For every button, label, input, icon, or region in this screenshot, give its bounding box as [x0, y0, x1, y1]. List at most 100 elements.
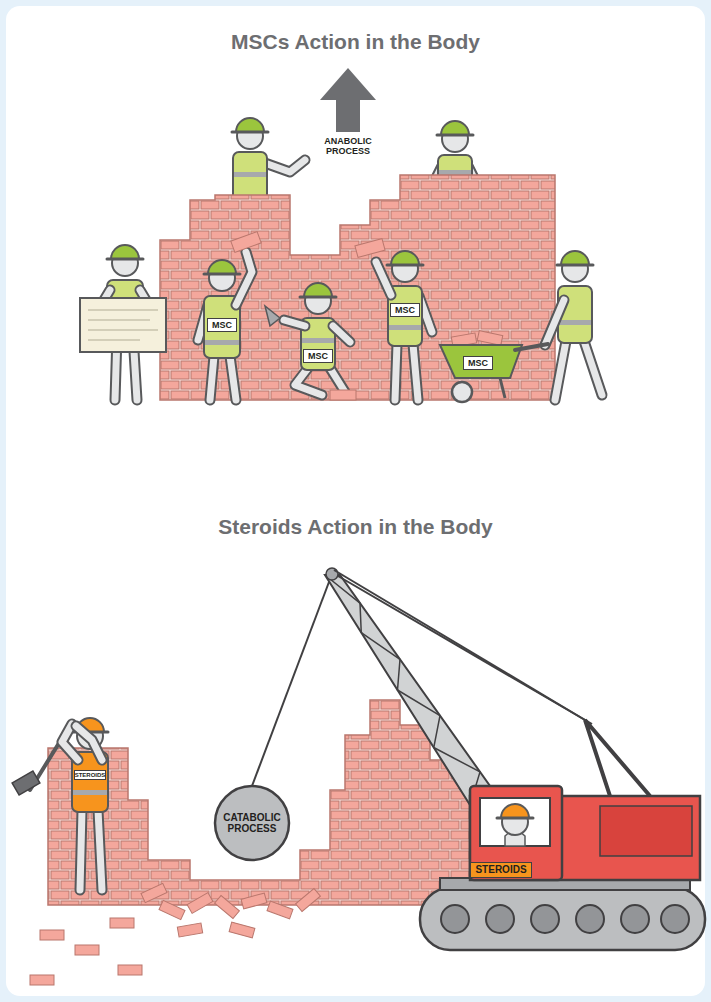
brick	[330, 390, 356, 400]
vest-stripe	[559, 320, 591, 325]
track-wheel	[576, 905, 604, 933]
worker-leg	[555, 341, 566, 400]
worker-leg	[210, 356, 214, 400]
worker-arm	[333, 326, 350, 342]
node-text: MSC	[395, 306, 415, 315]
wrecking-ball: CATABOLIC PROCESS	[214, 785, 290, 861]
rubble-brick	[30, 975, 54, 985]
worker-arm	[376, 262, 391, 295]
process-label: ANABOLIC PROCESS	[308, 136, 388, 157]
worker-leg	[98, 810, 102, 890]
node-text: CATABOLIC PROCESS	[221, 812, 283, 834]
worker-arm	[262, 160, 305, 172]
worker-arm	[284, 320, 305, 326]
worker-arm	[545, 300, 564, 345]
crane-track	[420, 888, 705, 950]
trowel	[265, 306, 280, 326]
wheelbarrow-badge: MSC	[463, 356, 493, 370]
node-text: MSC	[308, 352, 328, 361]
worker-leg	[555, 341, 566, 400]
vest-badge: MSC	[390, 303, 420, 317]
worker-leg	[395, 344, 397, 400]
worker-arm	[76, 726, 102, 760]
worker-arm	[236, 252, 252, 305]
track-wheel	[661, 905, 689, 933]
worker-arm	[262, 160, 305, 172]
worker-leg	[413, 344, 418, 400]
worker-leg	[584, 341, 602, 395]
worker-leg	[413, 344, 418, 400]
crane-cabin	[470, 786, 562, 880]
track-wheel	[441, 905, 469, 933]
blueprint	[80, 298, 166, 352]
brick-wall	[160, 175, 555, 400]
rubble-brick	[40, 930, 64, 940]
node-text: MSC	[468, 359, 488, 368]
rubble-brick	[118, 965, 142, 975]
operator-head	[497, 804, 533, 835]
worker-head	[300, 283, 336, 314]
crane-a-frame	[585, 720, 650, 796]
wheelbarrow-wheel	[452, 382, 472, 402]
boom-pulley	[326, 568, 338, 580]
worker-leg	[80, 810, 82, 890]
vest-stripe	[234, 172, 266, 177]
worker-head	[387, 251, 423, 282]
worker-head	[204, 260, 240, 291]
crane-stay	[338, 576, 592, 724]
worker-arm	[545, 300, 564, 345]
rubble-brick	[215, 895, 240, 918]
worker-leg	[295, 368, 322, 395]
track-wheel	[531, 905, 559, 933]
node-text: STEROIDS	[475, 865, 526, 875]
worker-leg	[80, 810, 82, 890]
crane-boom	[325, 575, 500, 805]
broken-wall	[48, 700, 470, 905]
rubble-brick	[159, 900, 185, 919]
counterweight	[600, 806, 692, 856]
ball-outline	[215, 786, 289, 860]
worker-arm	[333, 326, 350, 342]
rubble-brick	[296, 888, 321, 911]
worker-leg	[330, 368, 345, 392]
worker-leg	[330, 368, 345, 392]
panel-heading: Steroids Action in the Body	[0, 515, 711, 539]
worker-arm	[284, 320, 305, 326]
anabolic-arrow	[336, 99, 360, 132]
track-wheel	[621, 905, 649, 933]
vest-stripe	[302, 338, 334, 343]
rubble-brick	[229, 922, 255, 938]
worker-arm	[236, 252, 252, 305]
cab-badge: STEROIDS	[470, 862, 532, 878]
track-wheel	[486, 905, 514, 933]
panel-heading: MSCs Action in the Body	[0, 30, 711, 54]
brick	[231, 232, 261, 253]
vest-stripe	[73, 790, 107, 795]
worker-head	[437, 121, 473, 152]
brick	[355, 239, 385, 258]
page-panel	[6, 6, 705, 996]
worker-head	[107, 245, 143, 276]
rubble-brick	[241, 893, 267, 909]
vest-stripe	[205, 340, 239, 345]
rubble-brick	[187, 893, 213, 914]
vest-badge: MSC	[303, 349, 333, 363]
rubble-brick	[267, 901, 293, 919]
cabin-window	[480, 798, 550, 846]
worker-leg	[230, 356, 236, 400]
anabolic-arrow	[320, 68, 376, 100]
wheelbarrow	[440, 345, 522, 378]
worker-leg	[584, 341, 602, 395]
worker-leg	[210, 356, 214, 400]
boom-lattice	[325, 575, 480, 805]
rubble-brick	[141, 883, 167, 902]
hammer-head	[12, 771, 40, 795]
node-text: MSC	[212, 321, 232, 330]
worker-head	[557, 251, 593, 282]
worker-arm	[376, 262, 391, 295]
worker-leg	[230, 356, 236, 400]
worker-arm	[76, 726, 102, 760]
node-text: STEROIDS	[75, 772, 106, 778]
rubble-brick	[110, 918, 134, 928]
